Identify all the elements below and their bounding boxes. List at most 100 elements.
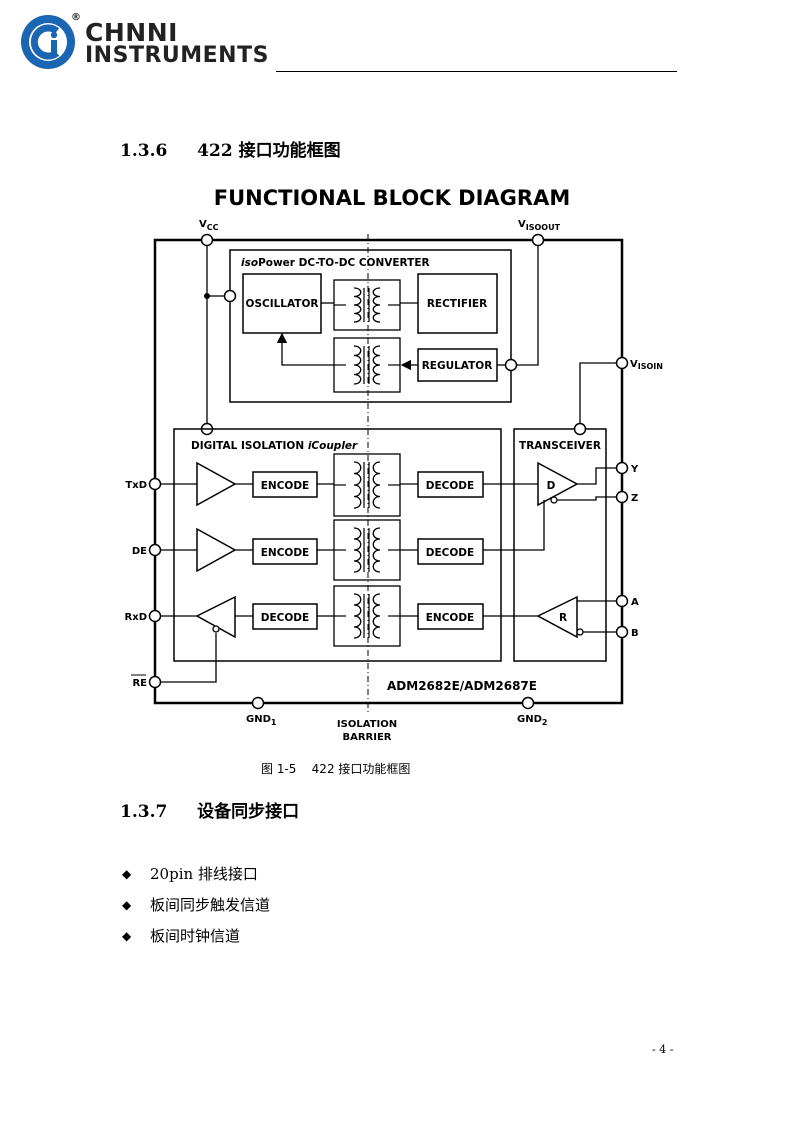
receiver-inv-bubble — [576, 628, 584, 636]
transformer-symbol — [333, 453, 401, 517]
diamond-bullet-icon: ◆ — [122, 897, 132, 912]
list-item: ◆ 板间时钟信道 — [122, 925, 240, 946]
part-number-label: ADM2682E/ADM2687E — [387, 679, 537, 693]
transformer-symbol — [333, 519, 401, 581]
section-title: 422 接口功能框图 — [197, 141, 341, 161]
driver-label: D — [547, 480, 556, 492]
section-number: 1.3.7 — [120, 802, 168, 822]
section-title: 设备同步接口 — [197, 802, 300, 822]
diamond-bullet-icon: ◆ — [122, 866, 132, 881]
gnd1-pin-label: GND1 — [246, 714, 277, 727]
transformer-coil — [372, 345, 381, 385]
gnd1-pin — [251, 696, 265, 710]
chip-outline — [153, 238, 624, 705]
transformer-symbol — [333, 337, 401, 393]
logo-registered-mark: ® — [71, 12, 82, 23]
section-heading-1-3-7: 1.3.7 设备同步接口 — [120, 797, 299, 822]
transformer-coil — [372, 461, 381, 509]
de-pin — [148, 543, 162, 557]
gnd2-pin-label: GND2 — [517, 714, 547, 727]
company-name-line2: INSTRUMENTS — [85, 43, 269, 68]
page-number: - 4 - — [652, 1043, 674, 1056]
a-pin-label: A — [631, 597, 639, 608]
diagram-title: FUNCTIONAL BLOCK DIAGRAM — [214, 186, 570, 210]
transformer-symbol — [333, 585, 401, 647]
txd-pin — [148, 477, 162, 491]
y-pin — [615, 461, 629, 475]
visoout-pin — [531, 233, 545, 247]
txd-buffer — [196, 461, 237, 507]
de-buffer — [196, 527, 237, 573]
transformer-coil — [353, 461, 362, 509]
transformer-coil — [372, 593, 381, 639]
de-pin-label: DE — [132, 546, 147, 557]
digital-isolation-block — [173, 428, 502, 662]
re-pin — [148, 675, 162, 689]
driver-triangle — [537, 461, 579, 507]
regulator-label: REGULATOR — [422, 360, 493, 372]
company-name-line1: CHNNI — [85, 18, 178, 47]
z-pin-label: Z — [631, 493, 638, 504]
driver-enable-bubble — [550, 496, 558, 504]
header-rule — [276, 71, 677, 72]
txd-pin-label: TxD — [125, 480, 147, 491]
encode-box-de — [252, 538, 318, 565]
osc-input-node — [223, 289, 237, 303]
visoout-pin-label: VISOOUT — [518, 219, 561, 232]
regulator-output-node — [504, 358, 518, 372]
transformer-symbol — [333, 279, 401, 331]
list-item-text: 20pin 排线接口 — [150, 865, 258, 883]
transformer-coil — [353, 287, 362, 323]
section-number: 1.3.6 — [120, 141, 168, 161]
re-bubble — [212, 625, 220, 633]
transformer-coil — [372, 527, 381, 573]
list-item: ◆ 板间同步触发信道 — [122, 894, 270, 915]
rectifier-label: RECTIFIER — [427, 298, 487, 310]
transceiver-block — [513, 428, 607, 662]
encode-label-rxd: ENCODE — [426, 612, 474, 624]
z-pin — [615, 490, 629, 504]
transformer-coil — [353, 345, 362, 385]
re-pin-label: RE — [132, 678, 147, 689]
decode-box-de — [417, 538, 484, 565]
decode-label-txd: DECODE — [426, 480, 474, 492]
encode-label-de: ENCODE — [261, 547, 309, 559]
isolation-barrier-label-line1: ISOLATION — [337, 719, 397, 730]
gnd2-pin — [521, 696, 535, 710]
encode-label-txd: ENCODE — [261, 480, 309, 492]
list-item: ◆ 20pin 排线接口 — [122, 863, 258, 884]
vcc-junction-dot — [204, 293, 210, 299]
section-heading-1-3-6: 1.3.6 422 接口功能框图 — [120, 136, 341, 161]
isolation-barrier-label-line2: BARRIER — [342, 732, 391, 743]
diamond-bullet-icon: ◆ — [122, 928, 132, 943]
oscillator-label: OSCILLATOR — [246, 298, 319, 310]
y-pin-label: Y — [630, 464, 639, 475]
transformer-coil — [353, 593, 362, 639]
transceiver-label: TRANSCEIVER — [519, 440, 601, 452]
transceiver-power-node — [573, 422, 587, 436]
transformer-symbols — [333, 279, 401, 647]
logo-mark — [21, 15, 75, 69]
functional-block-diagram: FUNCTIONAL BLOCK DIAGRAM isoPower DC-TO-… — [110, 180, 680, 750]
company-logo — [20, 14, 76, 70]
isopower-label: isoPower DC-TO-DC CONVERTER — [241, 257, 430, 269]
figure-caption: 图 1-5 422 接口功能框图 — [261, 762, 411, 776]
block-diagram-svg: FUNCTIONAL BLOCK DIAGRAM isoPower DC-TO-… — [125, 186, 663, 743]
decode-label-rxd: DECODE — [261, 612, 309, 624]
isopower-block — [229, 249, 512, 403]
b-pin — [615, 625, 629, 639]
list-item-text: 板间同步触发信道 — [150, 896, 271, 914]
a-pin — [615, 594, 629, 608]
list-item-text: 板间时钟信道 — [150, 927, 241, 945]
receiver-triangle — [536, 595, 578, 639]
visoin-pin — [615, 356, 629, 370]
vcc-pin-label: VCC — [199, 219, 219, 232]
transformer-coil — [372, 287, 381, 323]
digital-isolation-label: DIGITAL ISOLATION iCoupler — [191, 440, 358, 452]
rxd-pin — [148, 609, 162, 623]
transformer-coil — [353, 527, 362, 573]
vcc-pin — [200, 233, 214, 247]
rxd-pin-label: RxD — [125, 612, 147, 623]
receiver-label: R — [559, 612, 567, 624]
decode-label-de: DECODE — [426, 547, 474, 559]
